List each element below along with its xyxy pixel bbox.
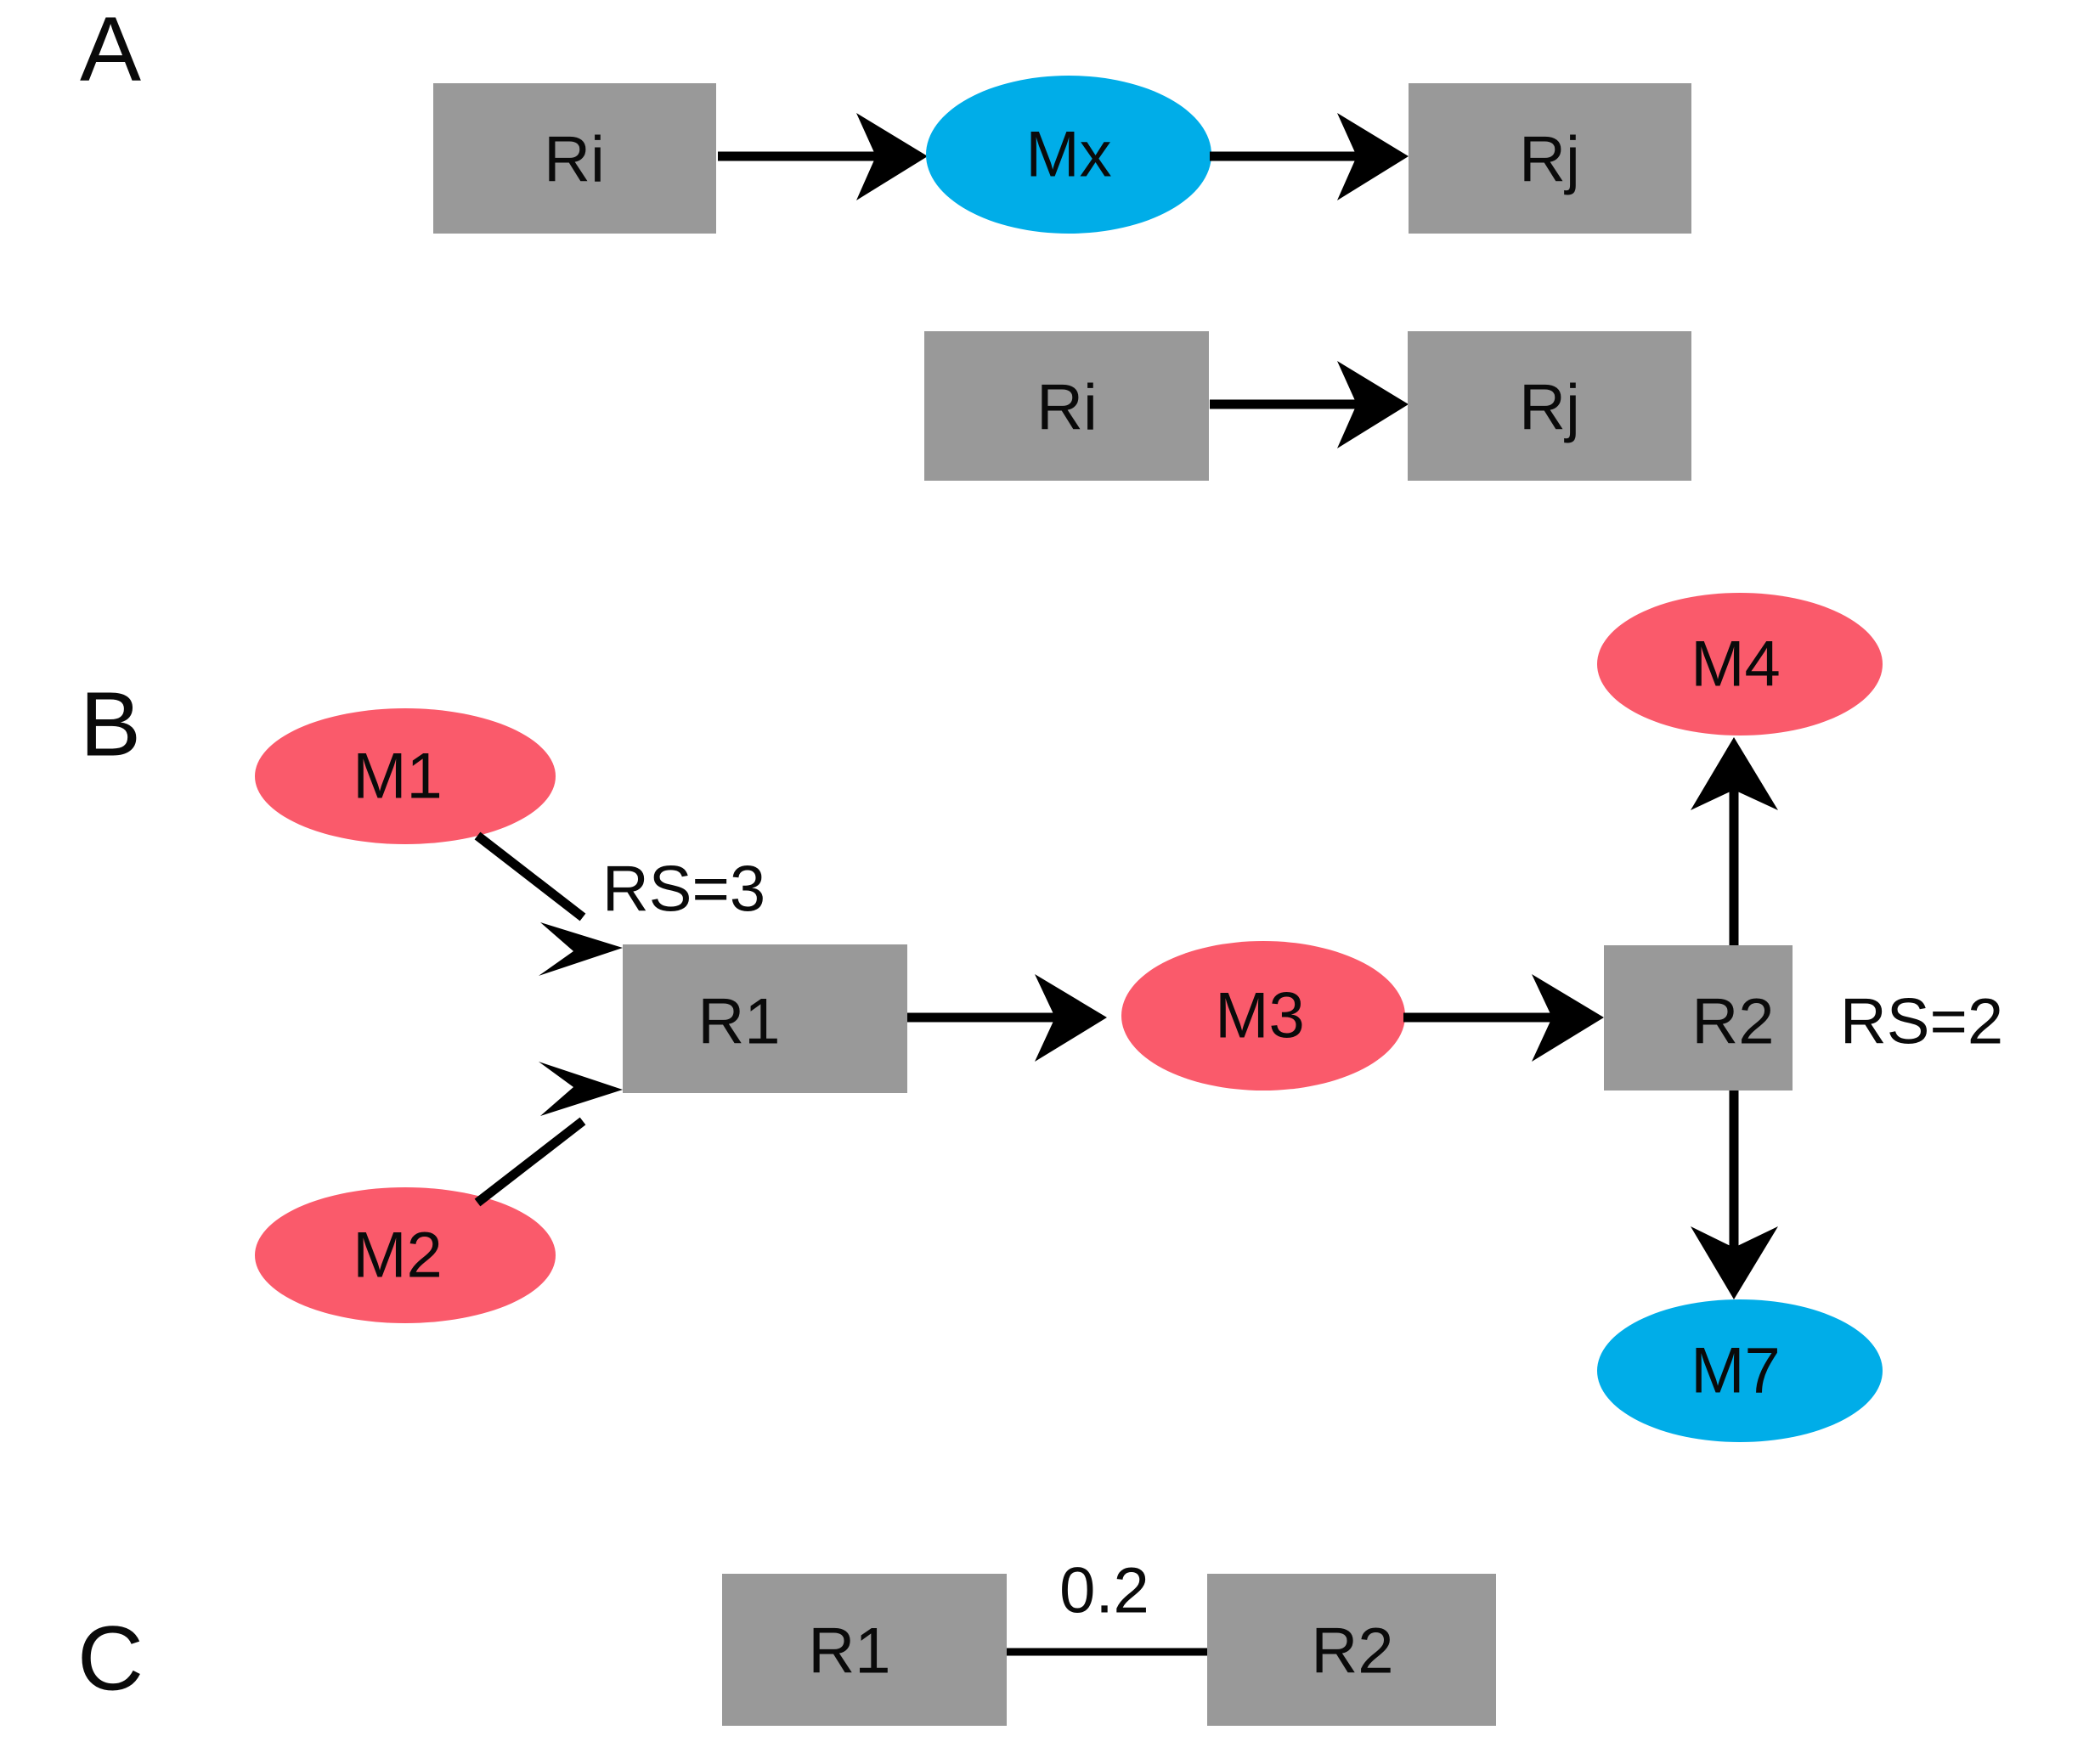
edge-b-m1-to-r1 [474, 831, 623, 976]
node-b-r1-label: R1 [697, 986, 780, 1058]
node-b-m1-shape[interactable] [255, 708, 556, 844]
node-a1-ri-shape[interactable] [433, 83, 716, 234]
node-a2-rj[interactable]: Rj [1408, 331, 1691, 481]
node-a1-rj[interactable]: Rj [1409, 83, 1691, 234]
node-b-m3[interactable]: M3 [1121, 941, 1405, 1091]
edge-b-m2-to-r1-line [474, 1117, 586, 1207]
edge-a2-ri-to-rj [1210, 361, 1409, 448]
arrow-head-icon [539, 922, 623, 976]
arrow-head-icon [1035, 974, 1107, 1062]
node-b-m7-label: M7 [1691, 1335, 1781, 1407]
node-c-r1-shape[interactable] [722, 1574, 1007, 1726]
node-a2-ri[interactable]: Ri [924, 331, 1209, 481]
panel-c: C R1 0.2 R2 [77, 1555, 1496, 1726]
edge-b-r1-to-m3 [907, 974, 1107, 1062]
edge-c-weight-label: 0.2 [1059, 1555, 1149, 1627]
panel-a: A Ri Mx [80, 0, 1691, 481]
node-c-r2-shape[interactable] [1207, 1574, 1496, 1726]
node-b-m7[interactable]: M7 [1597, 1299, 1883, 1442]
panel-letter-a: A [80, 0, 141, 100]
node-a2-rj-shape[interactable] [1408, 331, 1691, 481]
node-b-m4-shape[interactable] [1597, 593, 1883, 735]
node-b-r2-label: R2 [1691, 986, 1774, 1058]
node-b-r1-shape[interactable] [623, 944, 907, 1093]
arrow-head-icon [1691, 737, 1778, 810]
arrow-head-icon [1337, 361, 1409, 448]
node-a2-ri-shape[interactable] [924, 331, 1209, 481]
node-b-m2[interactable]: M2 [255, 1187, 556, 1323]
node-c-r1[interactable]: R1 [722, 1574, 1007, 1726]
edge-b-m2-to-r1 [474, 1062, 623, 1207]
node-b-m3-shape[interactable] [1121, 941, 1405, 1091]
panel-a-row-2: Ri Rj [924, 331, 1691, 481]
node-a1-rj-shape[interactable] [1409, 83, 1691, 234]
node-b-m2-shape[interactable] [255, 1187, 556, 1323]
edge-b-r2-to-m7 [1691, 1091, 1778, 1299]
edge-c-r1-to-r2: 0.2 [1007, 1555, 1207, 1656]
arrow-head-icon [856, 113, 928, 200]
panel-letter-b: B [80, 673, 141, 775]
panel-b: B M1 M2 RS=3 [80, 593, 2003, 1442]
annotation-rs-r2: RS=2 [1840, 986, 2003, 1058]
node-a1-rj-label: Rj [1519, 124, 1580, 196]
node-c-r2-label: R2 [1311, 1615, 1393, 1688]
arrow-head-icon [539, 1062, 623, 1116]
node-b-r2[interactable]: R2 [1604, 945, 1793, 1091]
edge-b-m3-to-r2 [1403, 974, 1604, 1062]
node-c-r2[interactable]: R2 [1207, 1574, 1496, 1726]
node-a2-rj-label: Rj [1519, 372, 1580, 444]
node-b-m1[interactable]: M1 [255, 708, 556, 844]
arrow-head-icon [1532, 974, 1604, 1062]
node-c-r1-label: R1 [808, 1615, 890, 1688]
node-a2-ri-label: Ri [1036, 372, 1098, 444]
node-b-r1[interactable]: R1 [623, 944, 907, 1093]
annotation-rs-r1: RS=3 [602, 854, 765, 926]
arrow-head-icon [1691, 1226, 1778, 1299]
node-a1-ri-label: Ri [544, 124, 605, 196]
panel-letter-c: C [77, 1607, 144, 1710]
node-b-m7-shape[interactable] [1597, 1299, 1883, 1442]
edge-b-m1-to-r1-line [474, 831, 586, 921]
panel-a-row-1: Ri Mx [433, 76, 1691, 234]
node-b-m1-label: M1 [353, 741, 443, 813]
edge-a1-mx-to-rj [1210, 113, 1409, 200]
node-b-m4-label: M4 [1691, 628, 1781, 701]
node-b-m4[interactable]: M4 [1597, 593, 1883, 735]
edge-b-r2-to-m4 [1691, 737, 1778, 945]
node-b-r2-shape[interactable] [1604, 945, 1793, 1091]
node-a1-mx-shape[interactable] [926, 76, 1211, 234]
node-a1-mx-label: Mx [1025, 119, 1111, 191]
arrow-head-icon [1337, 113, 1409, 200]
edge-a1-ri-to-mx [718, 113, 928, 200]
node-a1-ri[interactable]: Ri [433, 83, 716, 234]
node-b-m2-label: M2 [353, 1220, 443, 1292]
node-b-m3-label: M3 [1215, 980, 1305, 1052]
node-a1-mx[interactable]: Mx [926, 76, 1211, 234]
